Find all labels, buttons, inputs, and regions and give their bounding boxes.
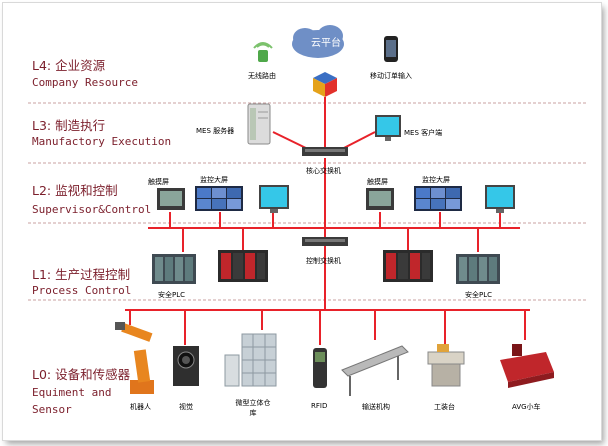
touch-screen-left-icon xyxy=(157,188,185,210)
wifi-router-label: 无线路由 xyxy=(248,72,276,80)
vision-camera-icon xyxy=(173,346,199,386)
cloud-label: 云平台 xyxy=(311,38,341,49)
warehouse-icon xyxy=(224,333,277,387)
core-switch-label: 核心交换机 xyxy=(306,167,341,175)
layer-separators xyxy=(28,102,588,301)
conveyor-icon xyxy=(341,345,409,396)
rfid-reader-icon xyxy=(313,348,327,388)
touch-screen-right-label: 触摸屏 xyxy=(367,178,388,186)
plc-right-label: 安全PLC xyxy=(465,291,493,299)
cloud-icon xyxy=(292,25,344,58)
layer-l0-subtitle-1: Equiment and xyxy=(32,386,112,399)
mes-client-label: MES 客户端 xyxy=(404,129,443,137)
touch-screen-left-label: 触摸屏 xyxy=(148,178,169,186)
monitor-wall-right-label: 监控大屏 xyxy=(422,176,450,184)
workstation-table-icon xyxy=(427,344,465,387)
mobile-phone-icon xyxy=(384,36,398,62)
layer-l4-title: L4: 企业资源 xyxy=(32,58,106,73)
layer-l1-title: L1: 生产过程控制 xyxy=(32,267,131,282)
mes-server-label: MES 服务器 xyxy=(196,127,235,135)
robot-arm-icon xyxy=(115,322,154,394)
layer-l0-subtitle-2: Sensor xyxy=(32,403,72,416)
control-switch-label: 控制交换机 xyxy=(306,257,341,265)
layer-l3-subtitle: Manufactory Execution xyxy=(32,135,172,148)
workstation-label: 工装台 xyxy=(434,403,455,411)
monitor-wall-left-label: 监控大屏 xyxy=(200,176,228,184)
diagram-frame xyxy=(3,3,601,440)
rfid-label: RFID xyxy=(311,402,328,410)
monitor-wall-right-icon xyxy=(414,186,462,211)
monitor-wall-left-icon xyxy=(195,186,243,211)
workstation-monitor-right-icon xyxy=(485,185,515,213)
layer-l4-subtitle: Company Resource xyxy=(32,76,138,89)
safety-plc-left-icon xyxy=(152,254,196,284)
server-icon xyxy=(247,103,271,145)
cube-icon xyxy=(313,72,337,97)
conveyor-label: 输送机构 xyxy=(362,403,390,411)
agv-label: AVG小车 xyxy=(512,403,541,411)
layer-l3-title: L3: 制造执行 xyxy=(32,118,106,133)
robot-label: 机器人 xyxy=(130,403,151,411)
mobile-order-label: 移动订单输入 xyxy=(370,72,412,80)
layer-l0-title: L0: 设备和传感器 xyxy=(32,367,131,382)
plc-rack-right-icon xyxy=(383,250,433,282)
mes-client-monitor-icon xyxy=(375,115,401,141)
wifi-router-icon xyxy=(253,42,273,62)
agv-cart-icon xyxy=(500,344,554,388)
layer-l2-subtitle: Supervisor&Control xyxy=(32,203,152,216)
warehouse-label: 微型立体仓库 xyxy=(235,399,271,417)
core-switch-icon xyxy=(302,147,348,156)
control-switch-icon xyxy=(302,237,348,246)
plc-left-label: 安全PLC xyxy=(158,291,186,299)
network-links xyxy=(125,97,530,345)
plc-rack-left-icon xyxy=(218,250,268,282)
layer-l1-subtitle: Process Control xyxy=(32,284,132,297)
vision-label: 视觉 xyxy=(179,403,193,411)
touch-screen-right-icon xyxy=(366,188,394,210)
layer-l2-title: L2: 监视和控制 xyxy=(32,183,118,198)
workstation-monitor-left-icon xyxy=(259,185,289,213)
safety-plc-right-icon xyxy=(456,254,500,284)
